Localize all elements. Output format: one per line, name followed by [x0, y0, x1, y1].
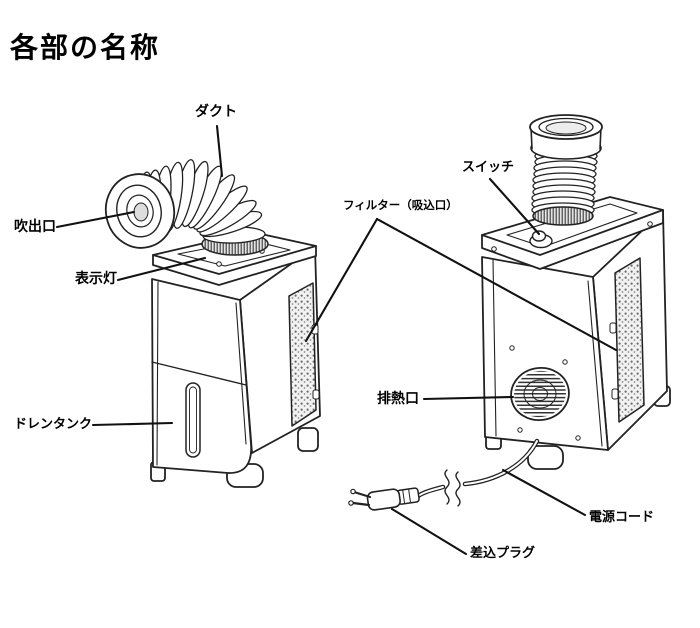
right-unit-drawing: [348, 114, 671, 511]
leader-line-filter-left: [304, 217, 379, 343]
label-switch: スイッチ: [462, 159, 515, 174]
drain-tank-handle: [185, 382, 201, 458]
label-air-outlet: 吹出口: [14, 218, 56, 234]
label-plug: 差込プラグ: [470, 545, 536, 560]
leader-line-plug: [390, 507, 468, 556]
label-exhaust-outlet: 排熱口: [377, 390, 419, 406]
vertical-duct: [529, 114, 603, 226]
label-indicator-light: 表示灯: [75, 270, 117, 286]
switch-knob: [529, 230, 553, 249]
label-filter-intake: フィルター（吸込口）: [343, 200, 458, 212]
power-plug: [348, 487, 420, 511]
power-cord-line: [415, 438, 540, 507]
leader-line-exhaust: [422, 395, 515, 401]
leader-line-air-outlet: [55, 210, 136, 229]
leader-line-power-cord: [501, 468, 587, 517]
label-duct: ダクト: [195, 103, 237, 119]
leader-line-filter-right: [375, 217, 618, 352]
leader-line-duct: [215, 124, 224, 178]
leader-line-drain-tank: [91, 421, 174, 427]
page-title: 各部の名称: [10, 32, 161, 63]
label-drain-tank: ドレンタンク: [14, 416, 93, 431]
right-filter-panel: [609, 257, 645, 423]
leader-line-indicator: [116, 256, 207, 282]
label-power-cord: 電源コード: [589, 509, 655, 524]
left-unit-drawing: [104, 159, 321, 488]
leader-line-switch: [488, 177, 541, 236]
